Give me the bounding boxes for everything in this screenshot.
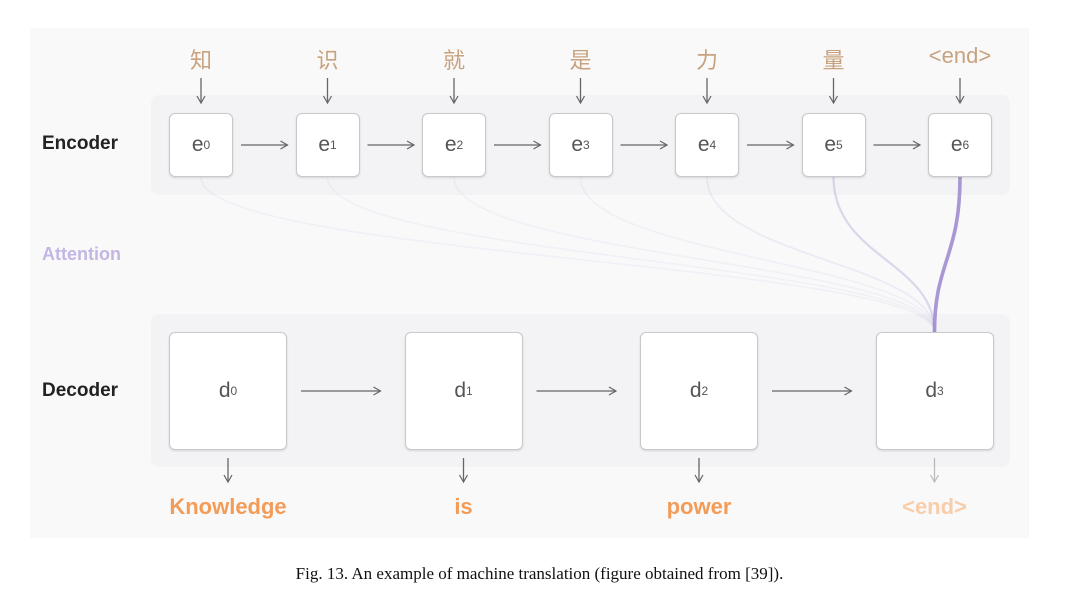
attention-label: Attention [42, 244, 121, 264]
attention-line-e4 [706, 176, 936, 333]
attention-line-e3 [579, 176, 936, 333]
figure-caption: Fig. 13. An example of machine translati… [295, 564, 784, 583]
attention-line-e1 [326, 176, 936, 333]
source-token: 力 [695, 48, 718, 73]
target-token: <end> [902, 494, 967, 519]
attention-line-e5 [832, 176, 936, 333]
decoder-label: Decoder [42, 380, 119, 401]
source-token: <end> [928, 43, 992, 68]
attention-line-e6 [932, 176, 962, 333]
target-token: power [666, 494, 732, 519]
target-token: Knowledge [169, 494, 287, 519]
source-token: 就 [442, 48, 465, 73]
encoder-label: Encoder [42, 133, 119, 154]
source-token: 知 [189, 48, 212, 73]
attention-line-e0 [200, 176, 936, 333]
source-token: 是 [569, 48, 592, 73]
source-token: 识 [316, 48, 339, 73]
target-token: is [454, 494, 473, 519]
attention-line-e2 [453, 176, 936, 333]
source-token: 量 [822, 48, 845, 73]
